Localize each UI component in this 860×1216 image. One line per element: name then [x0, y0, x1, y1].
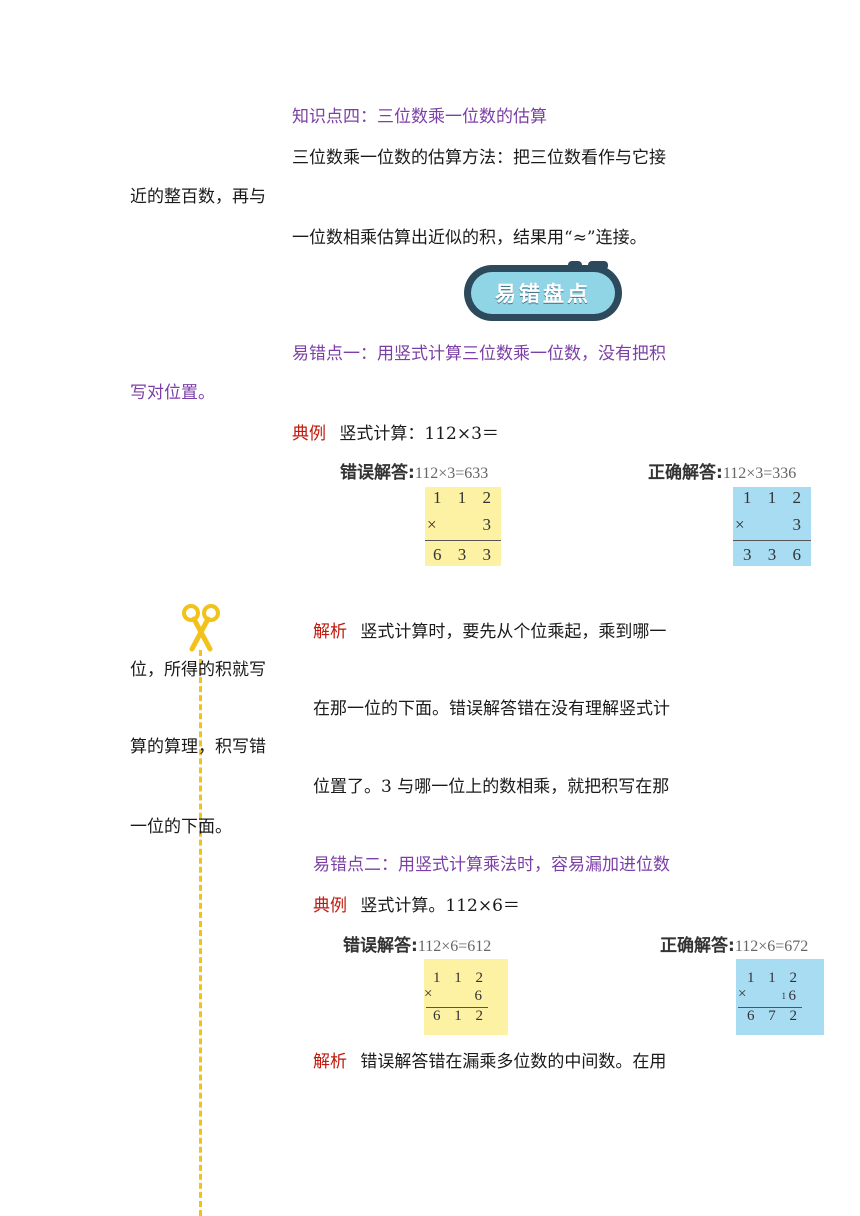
times-sign: × — [738, 986, 747, 1002]
calc-rule — [426, 1007, 488, 1008]
right-equation: 112×6=672 — [734, 938, 809, 955]
calc-rule — [733, 540, 811, 541]
example-text: 竖式计算。112×6＝ — [360, 896, 520, 916]
error1-right-vertical-calc: 1 1 2 × 3 3 3 6 — [733, 487, 811, 566]
badge-notch-left — [568, 261, 582, 270]
error1-right-header: 正确解答:112×3=336 — [648, 458, 796, 483]
error1-title-line-2: 写对位置。 — [130, 383, 215, 403]
right-label: 正确解答: — [648, 463, 723, 483]
carry-digit: 1 — [781, 991, 787, 1001]
wrong-equation: 112×6=612 — [417, 938, 492, 955]
multiplier: 6 — [474, 988, 488, 1004]
badge-notch-right — [588, 261, 608, 270]
error-summary-badge: 易错盘点 — [464, 261, 622, 321]
calc-rule — [738, 1007, 802, 1008]
error1-title-line-1: 易错点一：用竖式计算三位数乘一位数，没有把积 — [292, 344, 666, 364]
section4-title: 知识点四：三位数乘一位数的估算 — [292, 107, 547, 127]
error1-example: 典例 竖式计算：112×3＝ — [292, 422, 499, 446]
multiplicand: 1 1 2 — [433, 488, 497, 507]
times-sign: × — [427, 515, 437, 534]
method-line-3: 一位数相乘估算出近似的积，结果用“≈”连接。 — [292, 228, 647, 248]
error2-analysis-line-1: 解析 错误解答错在漏乘多位数的中间数。在用 — [313, 1050, 666, 1074]
example-text: 竖式计算：112×3＝ — [339, 424, 499, 444]
error1-analysis-line-1: 解析 竖式计算时，要先从个位乘起，乘到哪一 — [313, 620, 666, 644]
cut-line — [199, 650, 202, 1216]
example-tag: 典例 — [292, 424, 326, 444]
error1-analysis-line-2: 位，所得的积就写 — [130, 660, 266, 680]
error2-example: 典例 竖式计算。112×6＝ — [313, 894, 520, 918]
analysis-text: 错误解答错在漏乘多位数的中间数。在用 — [360, 1052, 667, 1072]
error2-right-header: 正确解答:112×6=672 — [660, 931, 808, 956]
wrong-label: 错误解答: — [340, 463, 415, 483]
multiplier: 6 — [788, 988, 802, 1004]
times-sign: × — [424, 986, 433, 1002]
error1-wrong-header: 错误解答:112×3=633 — [340, 458, 488, 483]
error1-analysis-line-4: 算的算理，积写错 — [130, 737, 266, 757]
calc-rule — [425, 540, 501, 541]
times-sign: × — [735, 515, 745, 534]
product: 6 7 2 — [747, 1008, 802, 1024]
multiplier: 3 — [482, 515, 497, 534]
error1-wrong-vertical-calc: 1 1 2 × 3 6 3 3 — [425, 487, 501, 566]
error2-wrong-header: 错误解答:112×6=612 — [343, 931, 491, 956]
scissors-icon — [182, 604, 220, 652]
product: 6 1 2 — [433, 1008, 488, 1024]
example-tag: 典例 — [313, 896, 347, 916]
method-line-2: 近的整百数，再与 — [130, 187, 266, 207]
error1-analysis-line-3: 在那一位的下面。错误解答错在没有理解竖式计 — [313, 699, 670, 719]
analysis-text: 竖式计算时，要先从个位乘起，乘到哪一 — [360, 622, 667, 642]
multiplicand: 1 1 2 — [743, 488, 807, 507]
error2-wrong-vertical-calc: 1 1 2 × 6 6 1 2 — [424, 959, 508, 1035]
right-label: 正确解答: — [660, 936, 735, 956]
error1-analysis-line-5: 位置了。3 与哪一位上的数相乘，就把积写在那 — [313, 777, 670, 797]
wrong-label: 错误解答: — [343, 936, 418, 956]
multiplicand: 1 1 2 — [433, 970, 488, 986]
error2-right-vertical-calc: 1 1 2 × 1 6 6 7 2 — [736, 959, 824, 1035]
wrong-equation: 112×3=633 — [414, 465, 489, 482]
badge-label: 易错盘点 — [471, 272, 615, 314]
error1-analysis-line-6: 一位的下面。 — [130, 817, 232, 837]
error2-title: 易错点二：用竖式计算乘法时，容易漏加进位数 — [313, 855, 670, 875]
analysis-tag: 解析 — [313, 1052, 347, 1072]
analysis-tag: 解析 — [313, 622, 347, 642]
multiplier: 3 — [792, 515, 807, 534]
multiplicand: 1 1 2 — [747, 970, 802, 986]
product: 3 3 6 — [743, 545, 807, 564]
method-line-1: 三位数乘一位数的估算方法：把三位数看作与它接 — [292, 148, 666, 168]
right-equation: 112×3=336 — [722, 465, 797, 482]
product: 6 3 3 — [433, 545, 497, 564]
